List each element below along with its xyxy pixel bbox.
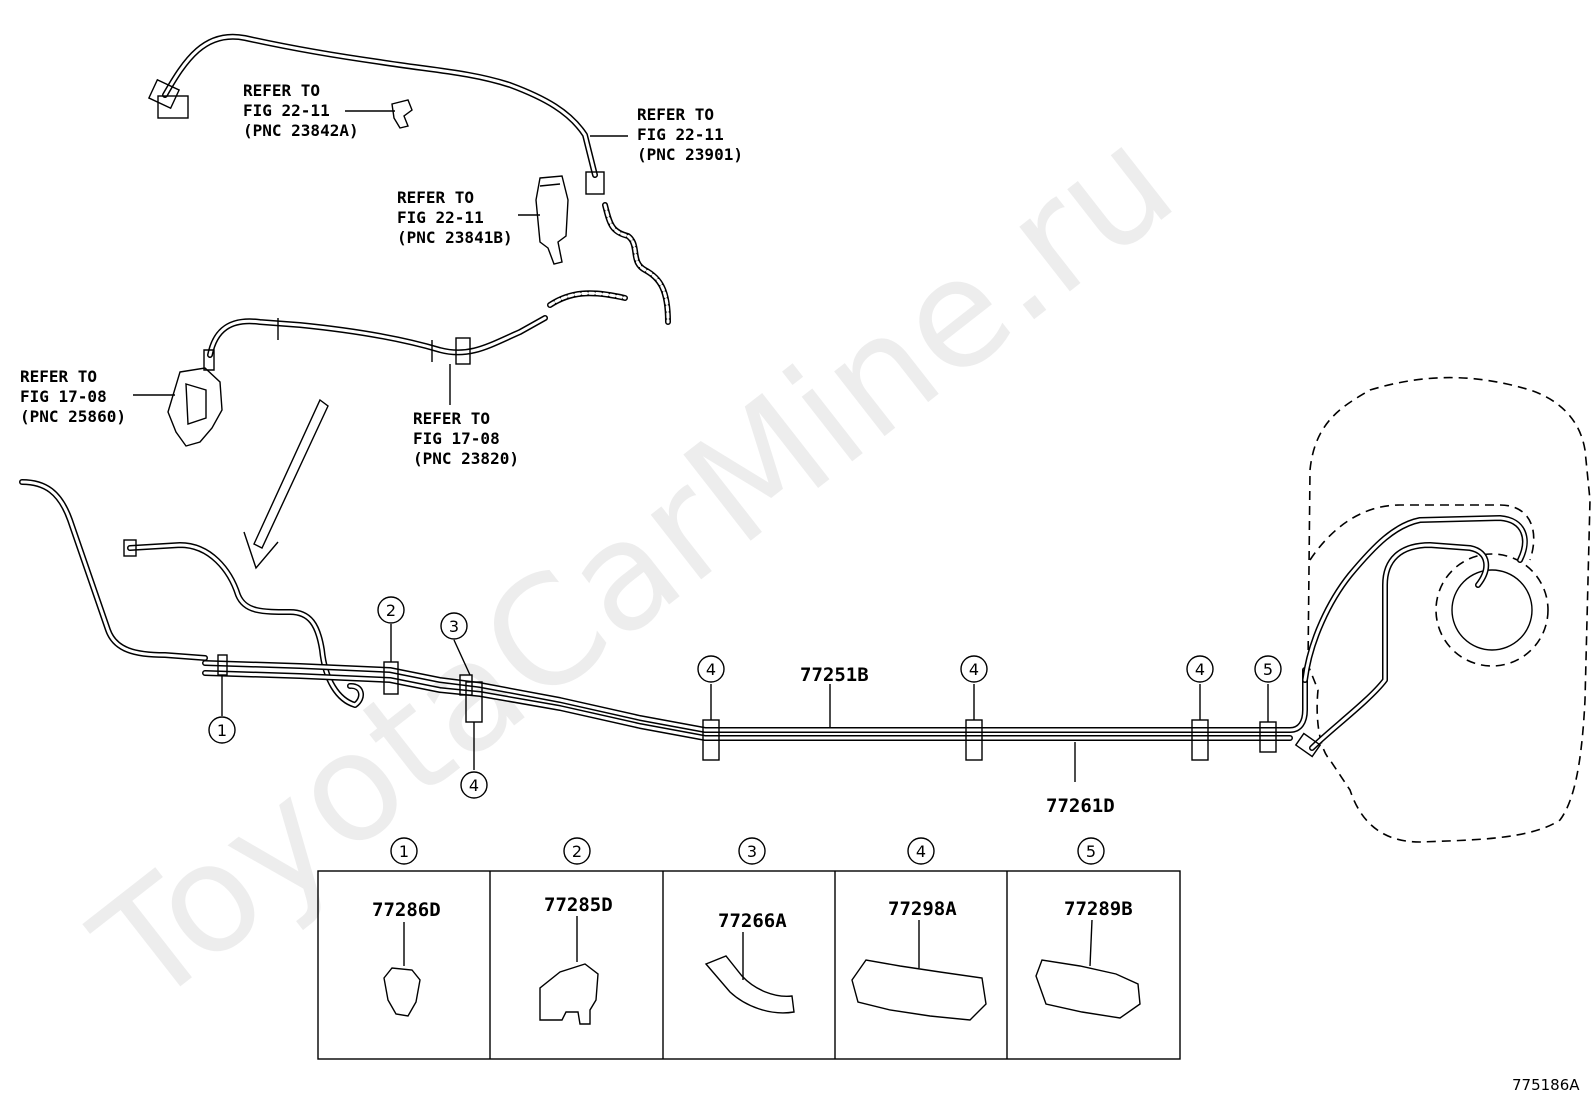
callout-23842a: REFER TO FIG 22-11 (PNC 23842A): [243, 81, 359, 140]
main-fuel-line: [202, 660, 1308, 741]
clip-legend-table: 1 77286D 2 77285D 3 77266A 4 77298A 5 77…: [317, 837, 1181, 1060]
legend-item-4: 4 77298A: [851, 837, 987, 1021]
svg-text:FIG 22-11: FIG 22-11: [397, 208, 484, 227]
legend-item-2: 2 77285D: [539, 837, 613, 1025]
clip-23842a-icon: [391, 99, 413, 129]
clip-marker-2: 2: [377, 596, 405, 624]
clip-marker-4d: 4: [1186, 655, 1214, 683]
svg-text:(PNC 23842A): (PNC 23842A): [243, 121, 359, 140]
clip-77298a-icon: [851, 920, 987, 1021]
clip-77286d-icon: [383, 922, 421, 1017]
svg-text:4: 4: [469, 776, 479, 795]
svg-text:REFER TO: REFER TO: [20, 367, 97, 386]
part-number-77261d: 77261D: [1046, 795, 1115, 817]
upper-evap-hose: [147, 33, 605, 195]
svg-text:77298A: 77298A: [888, 898, 957, 920]
svg-text:(PNC 23901): (PNC 23901): [637, 145, 743, 164]
callout-23820: REFER TO FIG 17-08 (PNC 23820): [413, 409, 519, 468]
svg-text:(PNC 23841B): (PNC 23841B): [397, 228, 513, 247]
svg-text:(PNC 23820): (PNC 23820): [413, 449, 519, 468]
svg-text:FIG 22-11: FIG 22-11: [637, 125, 724, 144]
filler-pipe: [19, 479, 208, 661]
tank-tubes: [1294, 515, 1528, 758]
breather-tube: [123, 539, 364, 708]
svg-text:5: 5: [1263, 660, 1273, 679]
clip-marker-4a: 4: [460, 771, 488, 799]
fuel-tank-outline: [1307, 376, 1591, 843]
svg-text:(PNC 25860): (PNC 25860): [20, 407, 126, 426]
evap-hose-23820: [207, 290, 628, 365]
clip-leaders: [221, 624, 1269, 782]
callout-23901: REFER TO FIG 22-11 (PNC 23901): [637, 105, 743, 164]
svg-text:77289B: 77289B: [1064, 898, 1133, 920]
legend-item-5: 5 77289B: [1035, 837, 1141, 1019]
direction-arrow: [243, 398, 329, 570]
svg-text:REFER TO: REFER TO: [243, 81, 320, 100]
svg-text:3: 3: [747, 842, 757, 861]
svg-text:3: 3: [449, 617, 459, 636]
svg-text:4: 4: [706, 660, 716, 679]
svg-text:4: 4: [1195, 660, 1205, 679]
connector-23841b-icon: [535, 175, 569, 265]
clip-77266a-icon: [704, 932, 795, 1014]
clip-77285d-icon: [539, 916, 599, 1025]
callout-23841b: REFER TO FIG 22-11 (PNC 23841B): [397, 188, 513, 247]
clip-number-markers: 1 2 3 4 4 4 4 5: [208, 596, 1282, 799]
svg-text:REFER TO: REFER TO: [397, 188, 474, 207]
svg-text:77286D: 77286D: [372, 899, 441, 921]
legend-item-3: 3 77266A: [704, 837, 795, 1014]
svg-text:77266A: 77266A: [718, 910, 787, 932]
svg-text:5: 5: [1086, 842, 1096, 861]
svg-text:1: 1: [399, 842, 409, 861]
clip-marker-3: 3: [440, 612, 468, 640]
svg-text:2: 2: [386, 601, 396, 620]
svg-text:FIG 17-08: FIG 17-08: [413, 429, 500, 448]
clip-marker-4c: 4: [960, 655, 988, 683]
legend-item-1: 1 77286D: [372, 837, 441, 1017]
svg-text:1: 1: [217, 721, 227, 740]
figure-id: 775186A: [1512, 1076, 1580, 1094]
svg-text:4: 4: [916, 842, 926, 861]
svg-text:77285D: 77285D: [544, 894, 613, 916]
part-number-77251b: 77251B: [800, 664, 869, 686]
watermark: ToyotaCarMine.ru: [64, 94, 1205, 1038]
callout-25860: REFER TO FIG 17-08 (PNC 25860): [20, 367, 126, 426]
clip-77289b-icon: [1035, 919, 1141, 1019]
svg-text:4: 4: [969, 660, 979, 679]
svg-text:REFER TO: REFER TO: [637, 105, 714, 124]
svg-text:REFER TO: REFER TO: [413, 409, 490, 428]
canister-valve-25860-icon: [167, 349, 223, 447]
svg-text:2: 2: [572, 842, 582, 861]
clip-marker-1: 1: [208, 716, 236, 744]
clip-marker-4b: 4: [697, 655, 725, 683]
svg-text:FIG 17-08: FIG 17-08: [20, 387, 107, 406]
clip-marker-5: 5: [1254, 655, 1282, 683]
svg-text:FIG 22-11: FIG 22-11: [243, 101, 330, 120]
